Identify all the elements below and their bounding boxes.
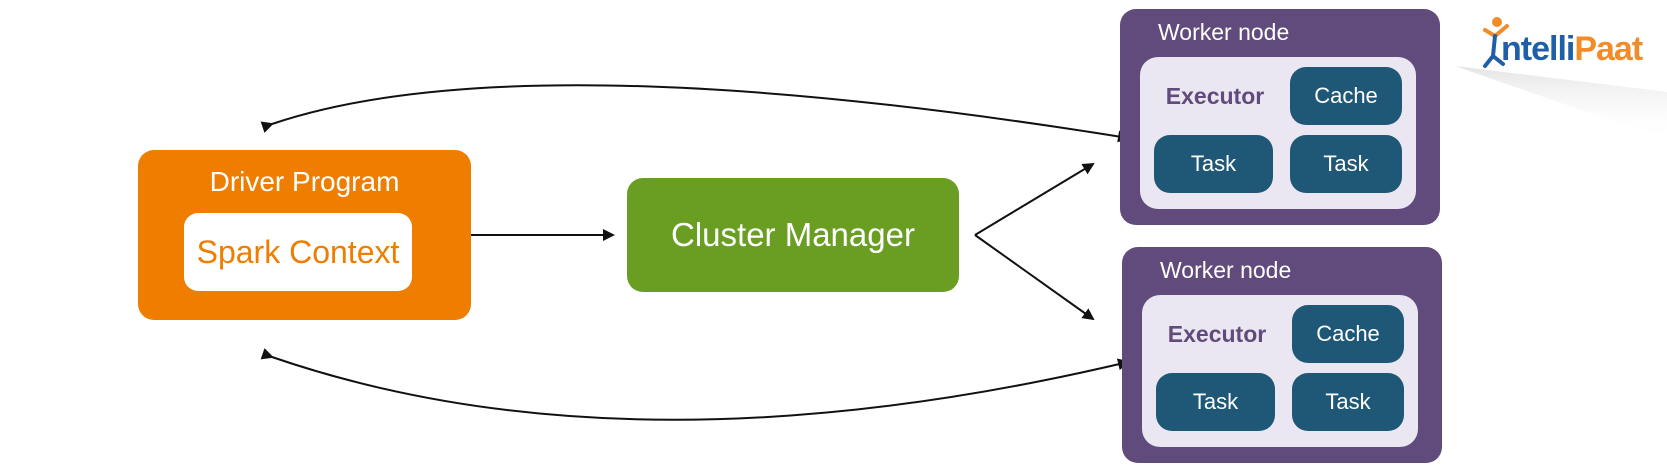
- worker-node-bottom: Worker node Executor Cache Task Task: [1122, 247, 1442, 463]
- cache-box: Cache: [1290, 67, 1402, 125]
- task-box: Task: [1154, 135, 1273, 193]
- worker-node-top: Worker node Executor Cache Task Task: [1120, 9, 1440, 225]
- arrow-driver-worker-top: [260, 84, 1130, 143]
- intellipaat-figure-icon: [1483, 17, 1509, 68]
- task-box: Task: [1156, 373, 1275, 431]
- logo-wordmark: ntelliPaat: [1501, 30, 1643, 68]
- worker-node-title: Worker node: [1158, 19, 1290, 45]
- worker-node-title: Worker node: [1160, 257, 1292, 283]
- driver-program-title: Driver Program: [209, 166, 400, 197]
- executor-label: Executor: [1167, 321, 1267, 347]
- arrow-cluster-worker-bottom: [974, 234, 1095, 321]
- cache-box: Cache: [1292, 305, 1404, 363]
- executor-panel: Executor Cache Task Task: [1140, 57, 1416, 209]
- spark-context-box: Spark Context: [184, 213, 412, 291]
- arrow-driver-worker-bottom: [260, 348, 1130, 421]
- executor-panel: Executor Cache Task Task: [1142, 295, 1418, 447]
- cluster-manager-box: Cluster Manager: [627, 178, 959, 292]
- driver-program-box: Driver Program Spark Context: [138, 150, 471, 320]
- task-box: Task: [1290, 135, 1402, 193]
- arrow-cluster-worker-top: [974, 162, 1095, 236]
- task-box: Task: [1292, 373, 1404, 431]
- executor-label: Executor: [1165, 83, 1265, 109]
- logo-banner: ntelliPaat: [1455, 17, 1667, 140]
